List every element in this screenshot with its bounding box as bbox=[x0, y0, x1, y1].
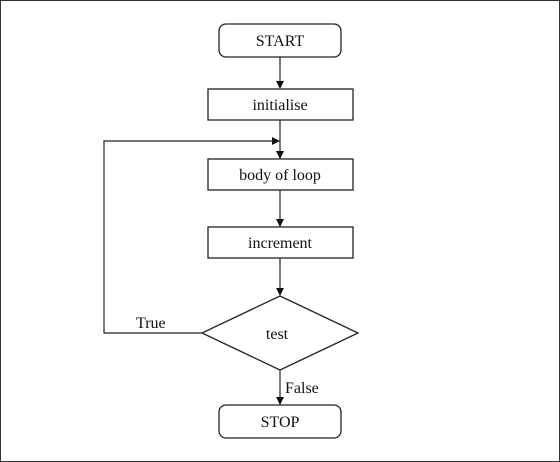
start-label: START bbox=[256, 33, 305, 50]
test-node: test bbox=[200, 295, 360, 371]
initialise-label: initialise bbox=[252, 97, 307, 114]
stop-node: STOP bbox=[218, 404, 342, 439]
increment-label: increment bbox=[248, 235, 313, 252]
true-label: True bbox=[136, 315, 166, 332]
false-label: False bbox=[285, 380, 319, 397]
arrow-true-loop-back bbox=[103, 137, 280, 334]
body-label: body of loop bbox=[239, 167, 321, 184]
start-node: START bbox=[218, 23, 342, 58]
increment-node: increment bbox=[207, 226, 354, 259]
initialise-node: initialise bbox=[207, 88, 354, 121]
stop-label: STOP bbox=[261, 414, 300, 431]
body-node: body of loop bbox=[207, 158, 354, 191]
test-label: test bbox=[266, 326, 289, 343]
